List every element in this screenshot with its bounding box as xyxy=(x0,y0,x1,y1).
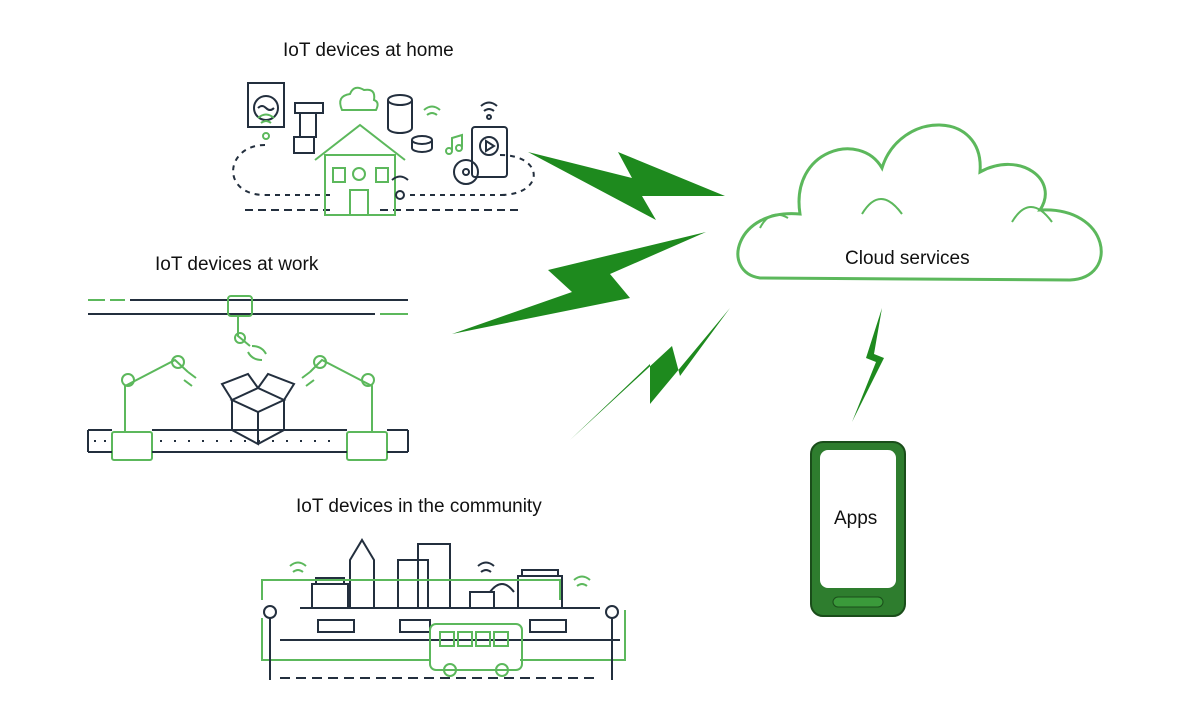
robot-arm-icon xyxy=(111,355,197,461)
wifi-icon xyxy=(257,113,275,140)
home-devices-illustration xyxy=(232,82,535,216)
small-cloud-icon xyxy=(339,86,379,111)
wifi-icon xyxy=(289,561,307,573)
work-devices-label: IoT devices at work xyxy=(155,254,319,275)
record-icon xyxy=(453,159,479,185)
phone-icon xyxy=(810,441,906,617)
lightning-bolt-icon xyxy=(852,308,884,422)
circuit-line xyxy=(261,579,561,600)
smart-speaker-icon xyxy=(387,94,433,153)
cloud-services-label: Cloud services xyxy=(845,248,970,269)
home-dashed-loop-right xyxy=(499,154,535,196)
wifi-icon xyxy=(423,105,441,116)
bus-icon xyxy=(429,623,523,677)
house-icon xyxy=(314,123,406,216)
apps-label: Apps xyxy=(834,508,878,529)
box-icon xyxy=(220,372,296,446)
community-devices-label: IoT devices in the community xyxy=(296,496,542,517)
lightning-bolt-icon xyxy=(570,308,730,440)
wifi-icon xyxy=(477,561,495,573)
music-note-icon xyxy=(445,133,463,155)
home-devices-label: IoT devices at home xyxy=(283,40,454,61)
coffee-maker-icon xyxy=(293,102,324,154)
conveyor-belt-icon xyxy=(87,429,409,453)
overhead-robot-arm-icon xyxy=(227,295,267,361)
city-icon xyxy=(280,538,620,641)
home-dashed-loop-left xyxy=(232,144,266,196)
media-player-icon xyxy=(471,126,508,178)
wifi-icon xyxy=(391,175,409,200)
wifi-icon xyxy=(573,575,591,587)
community-devices-illustration xyxy=(261,538,626,680)
wifi-icon xyxy=(480,101,498,120)
work-devices-illustration xyxy=(87,295,409,461)
lightning-bolt-icon xyxy=(452,232,706,334)
lightning-bolt-icon xyxy=(528,152,725,220)
robot-arm-icon xyxy=(301,355,388,461)
